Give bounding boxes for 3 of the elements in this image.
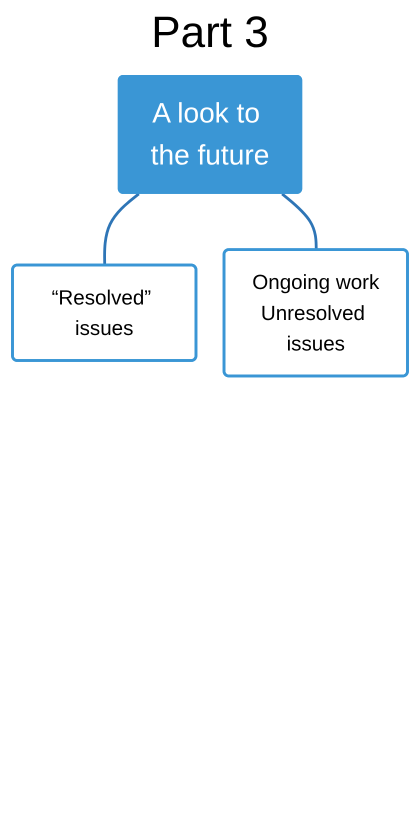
connector — [103, 192, 140, 266]
title: Part 3 — [150, 8, 270, 58]
connector — [281, 192, 318, 250]
